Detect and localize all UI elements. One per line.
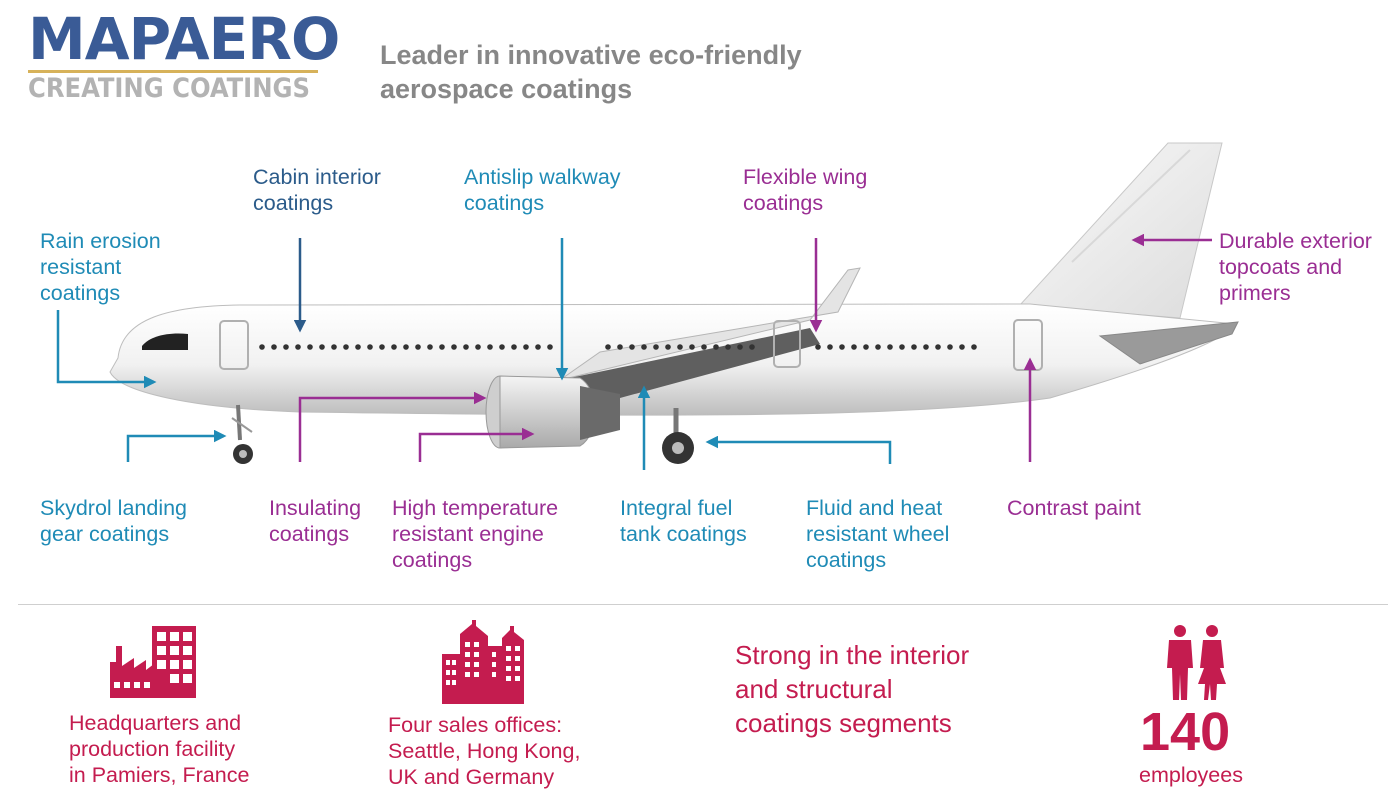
mid-door	[773, 320, 801, 368]
employees-count: 140	[1140, 702, 1231, 762]
label-skydrol: Skydrol landing gear coatings	[40, 495, 187, 547]
label-insulating: Insulating coatings	[269, 495, 361, 547]
label-line: tank coatings	[620, 522, 747, 546]
nose-landing-gear	[231, 404, 253, 464]
label-line: Integral fuel	[620, 496, 733, 520]
fact-line: production facility	[69, 737, 236, 761]
rear-door	[1013, 319, 1043, 371]
wing-root	[560, 328, 820, 398]
aircraft-diagram	[56, 142, 1239, 470]
window-row-rear	[815, 344, 977, 350]
fact-line: UK and Germany	[388, 765, 555, 789]
label-flexible-wing: Flexible wing coatings	[743, 164, 867, 216]
label-line: coatings	[269, 522, 350, 546]
people-icon	[1167, 625, 1226, 700]
office-buildings-icon	[442, 620, 524, 704]
label-line: resistant	[40, 255, 122, 279]
label-line: resistant wheel	[806, 522, 950, 546]
fact-sales-offices: Four sales offices: Seattle, Hong Kong, …	[388, 712, 580, 790]
logo-tagline: CREATING COATINGS	[28, 73, 310, 104]
page-title-line: Leader in innovative eco-friendly	[380, 40, 802, 70]
label-line: Durable exterior	[1219, 229, 1372, 253]
label-line: coatings	[253, 191, 334, 215]
fact-strong-segments: Strong in the interior and structural co…	[735, 638, 969, 740]
label-antislip: Antislip walkway coatings	[464, 164, 621, 216]
fact-line: Four sales offices:	[388, 713, 563, 737]
rudder-line	[1071, 149, 1191, 263]
vertical-stabilizer	[1018, 142, 1223, 319]
fact-line: Headquarters and	[69, 711, 242, 735]
logo-wordmark: MAPAERO	[28, 5, 340, 73]
label-contrast: Contrast paint	[1007, 495, 1141, 521]
label-line: Antislip walkway	[464, 165, 621, 189]
label-line: Flexible wing	[743, 165, 868, 189]
label-line: Rain erosion	[40, 229, 161, 253]
label-integral-fuel: Integral fuel tank coatings	[620, 495, 747, 547]
fact-line: and structural	[735, 674, 893, 704]
front-door	[219, 320, 249, 370]
fact-line: in Pamiers, France	[69, 763, 250, 787]
label-line: coatings	[40, 281, 121, 305]
arrow-high-temp	[418, 427, 535, 462]
arrow-skydrol	[126, 429, 227, 462]
horizontal-stabilizer	[1098, 321, 1239, 365]
page-title-line: aerospace coatings	[380, 74, 633, 104]
arrow-fluid-heat	[705, 435, 892, 464]
arrow-insulating	[298, 391, 487, 462]
fact-line: Seattle, Hong Kong,	[388, 739, 581, 763]
label-rain-erosion: Rain erosion resistant coatings	[40, 228, 161, 306]
arrow-rain-erosion	[56, 310, 157, 389]
label-line: topcoats and	[1219, 255, 1343, 279]
label-line: Cabin interior	[253, 165, 381, 189]
window-row-front	[259, 344, 553, 350]
window-row-mid	[605, 344, 755, 350]
cockpit-window	[142, 333, 188, 350]
label-line: gear coatings	[40, 522, 170, 546]
page-title: Leader in innovative eco-friendly aerosp…	[380, 38, 802, 106]
label-line: coatings	[806, 548, 887, 572]
section-divider	[18, 604, 1388, 605]
label-line: coatings	[743, 191, 824, 215]
label-line: High temperature	[392, 496, 559, 520]
label-line: resistant engine	[392, 522, 544, 546]
label-high-temp: High temperature resistant engine coatin…	[392, 495, 558, 573]
label-line: Contrast paint	[1007, 496, 1141, 520]
label-line: Insulating	[269, 496, 362, 520]
label-line: primers	[1219, 281, 1291, 305]
employees-label: employees	[1139, 763, 1243, 787]
factory-icon	[110, 626, 196, 698]
label-line: Skydrol landing	[40, 496, 188, 520]
engine-exhaust	[580, 386, 620, 440]
label-cabin-interior: Cabin interior coatings	[253, 164, 381, 216]
label-durable-exterior: Durable exterior topcoats and primers	[1219, 228, 1372, 306]
fact-headquarters: Headquarters and production facility in …	[69, 710, 249, 788]
label-line: Fluid and heat	[806, 496, 943, 520]
fact-line: Strong in the interior	[735, 640, 970, 670]
main-landing-gear	[662, 408, 694, 464]
label-line: coatings	[464, 191, 545, 215]
label-fluid-heat: Fluid and heat resistant wheel coatings	[806, 495, 949, 573]
label-line: coatings	[392, 548, 473, 572]
fact-line: coatings segments	[735, 708, 952, 738]
logo-divider	[28, 70, 318, 73]
